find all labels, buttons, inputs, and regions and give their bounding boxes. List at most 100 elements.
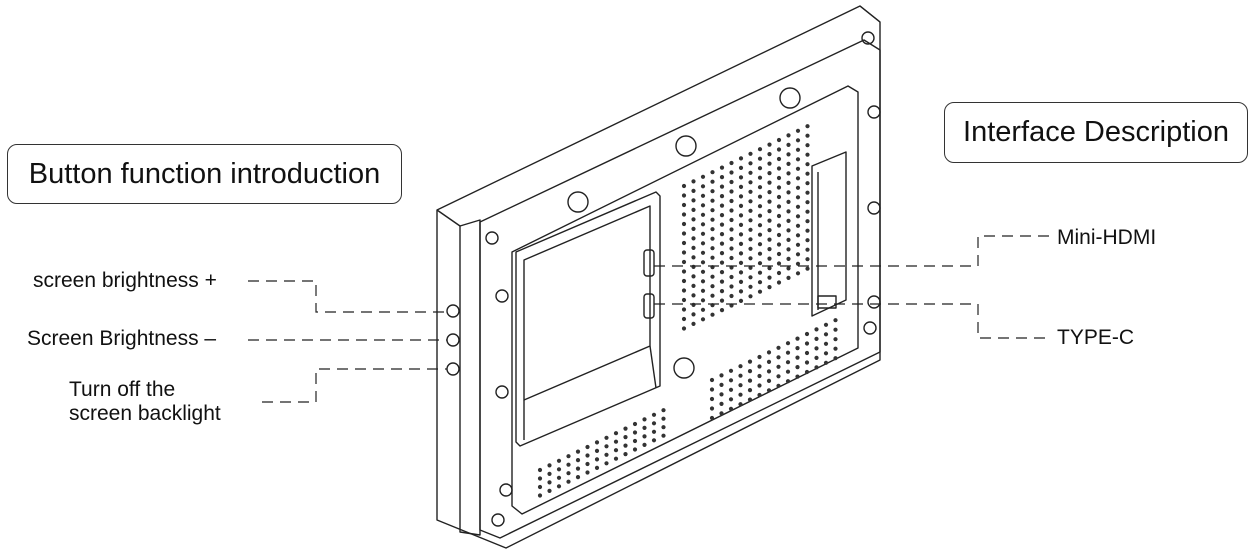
vent-hole	[556, 484, 562, 489]
corner-hole	[485, 231, 499, 245]
vent-hole	[767, 152, 772, 157]
vent-hole	[748, 180, 753, 185]
vent-hole	[729, 284, 734, 289]
vent-hole	[757, 194, 763, 199]
vent-hole	[547, 471, 552, 476]
vent-hole	[700, 193, 706, 198]
vent-hole	[710, 217, 715, 222]
vent-hole	[747, 378, 753, 383]
vent-hole	[719, 165, 725, 170]
vent-hole	[805, 124, 810, 129]
vent-hole	[795, 365, 800, 370]
vent-hole	[691, 198, 696, 203]
vent-hole	[786, 171, 791, 176]
vent-hole	[776, 280, 782, 285]
vent-hole	[566, 462, 571, 467]
vent-hole	[757, 392, 762, 398]
vent-hole	[748, 189, 753, 194]
vent-hole	[700, 260, 706, 265]
vent-hole	[795, 252, 801, 257]
vent-hole	[823, 360, 829, 365]
vent-hole	[767, 142, 772, 147]
vent-hole	[767, 266, 772, 271]
vent-hole	[738, 232, 744, 237]
vent-hole	[767, 218, 772, 223]
vent-hole	[709, 377, 715, 383]
vent-hole	[710, 208, 715, 213]
vent-hole	[604, 435, 609, 440]
vent-hole	[804, 369, 810, 375]
vent-hole	[709, 396, 715, 402]
vent-hole	[700, 317, 706, 322]
vent-hole	[805, 209, 810, 214]
vent-hole	[757, 156, 763, 161]
vent-hole	[585, 470, 590, 475]
vent-hole	[729, 217, 734, 223]
vent-hole	[642, 434, 647, 439]
vent-hole	[537, 476, 543, 481]
vent-hole	[729, 236, 734, 242]
vent-hole	[594, 457, 600, 462]
leader-mini-hdmi	[654, 235, 1050, 267]
vent-hole	[719, 194, 725, 199]
vent-hole	[700, 222, 706, 227]
vent-hole	[805, 257, 810, 262]
device-side-bezel	[459, 219, 481, 536]
vent-hole	[719, 241, 725, 246]
vent-hole	[728, 387, 734, 392]
vent-hole	[681, 326, 687, 331]
vent-hole	[757, 147, 763, 152]
vent-hole	[805, 247, 810, 252]
vent-hole	[729, 255, 734, 261]
vent-hole	[757, 223, 763, 228]
vent-hole	[776, 175, 782, 181]
vent-hole	[729, 293, 734, 299]
vent-hole	[728, 378, 734, 383]
vent-hole	[786, 199, 791, 204]
vent-hole	[767, 247, 772, 252]
vent-hole	[814, 336, 819, 341]
vent-hole	[786, 142, 791, 147]
vent-hole	[766, 359, 772, 364]
vent-hole	[719, 392, 724, 397]
vent-hole	[786, 275, 791, 280]
vent-hole	[795, 147, 801, 152]
vent-hole	[814, 365, 819, 370]
vent-hole	[691, 245, 696, 250]
vent-hole	[651, 429, 657, 434]
leader-type-c	[654, 303, 1050, 339]
vent-hole	[776, 374, 781, 379]
vent-hole	[729, 160, 734, 166]
leader-backlight-off	[262, 368, 447, 403]
vent-hole	[747, 369, 753, 374]
vent-hole	[776, 355, 781, 360]
vent-hole	[700, 250, 706, 255]
vent-hole	[710, 246, 715, 251]
vent-hole	[833, 346, 838, 351]
screw-hole	[567, 191, 589, 213]
vent-hole	[786, 180, 791, 185]
vent-hole	[623, 426, 628, 431]
vent-hole	[748, 246, 753, 251]
vent-hole	[632, 421, 638, 427]
vent-hole	[547, 488, 552, 493]
vent-hole	[728, 406, 734, 411]
vent-hole	[556, 467, 562, 472]
vent-hole	[795, 166, 801, 171]
vent-hole	[823, 322, 829, 327]
type-c-label: TYPE-C	[1057, 326, 1135, 349]
mini-hdmi-label: Mini-HDMI	[1057, 226, 1157, 249]
vent-hole	[738, 213, 744, 218]
vent-hole	[700, 241, 706, 246]
vent-hole	[700, 307, 706, 312]
vent-hole	[681, 193, 687, 198]
vent-hole	[786, 190, 791, 195]
vent-hole	[776, 166, 782, 171]
vent-hole	[757, 364, 762, 369]
vent-hole	[757, 289, 763, 294]
vent-hole	[575, 466, 581, 471]
vent-hole	[594, 440, 600, 445]
screen-cavity-inner	[523, 205, 651, 401]
vent-hole	[728, 397, 734, 402]
vent-hole	[681, 212, 687, 217]
